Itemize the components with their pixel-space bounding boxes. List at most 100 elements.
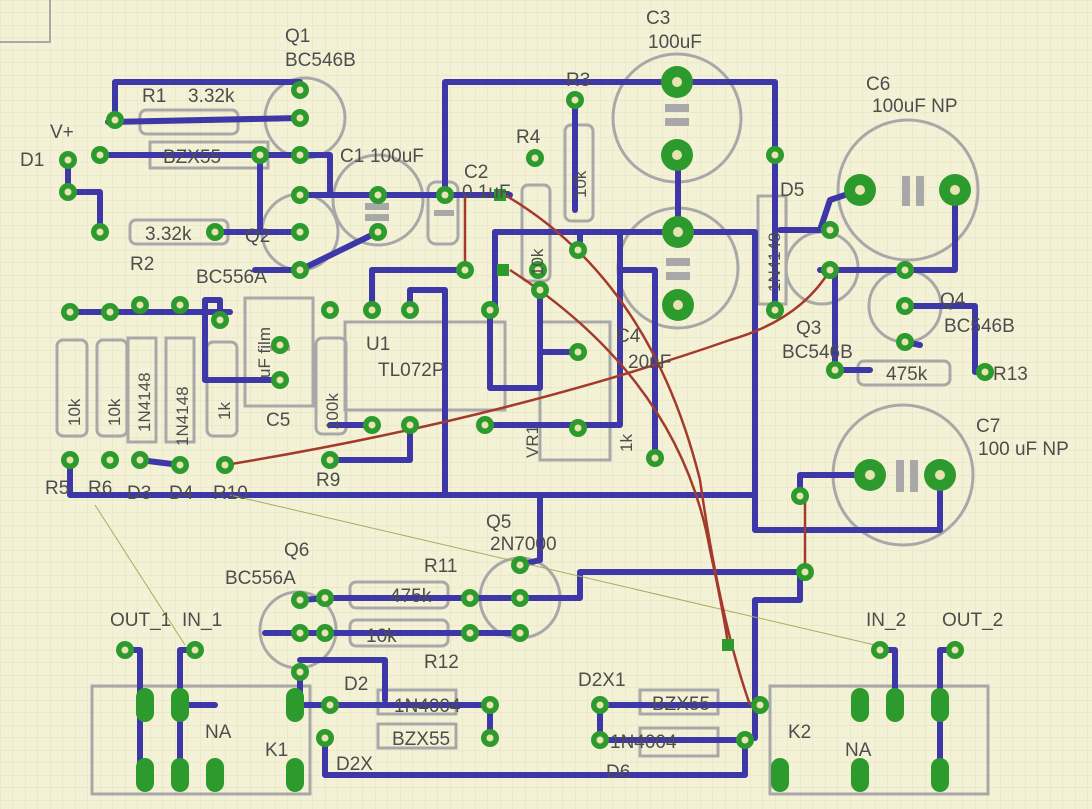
relay-pad-2 [136, 758, 154, 792]
q5-ref: Q5 [486, 512, 511, 533]
c3-ref: C3 [646, 8, 670, 29]
pad-drill-73 [296, 114, 304, 122]
pad-drill-61 [486, 701, 494, 709]
pad-drill-49 [321, 594, 329, 602]
relay-pad-5 [286, 758, 304, 792]
r2-value: 3.32k [145, 224, 192, 245]
pad-drill-67 [741, 736, 749, 744]
d4-value: 1N4148 [173, 386, 192, 446]
pad-drill-42 [831, 366, 839, 374]
relay-pad-4 [206, 758, 224, 792]
d4-outline [164, 336, 196, 444]
pad-drill-29 [276, 341, 284, 349]
r12-ref: R12 [424, 652, 459, 673]
c1-value: 100uF [370, 146, 424, 167]
copper-tracks [65, 79, 988, 783]
ratsnest-1 [94, 504, 186, 646]
pad-drill-0 [64, 156, 72, 164]
pad-drill-37 [826, 226, 834, 234]
c6-plate-left [902, 176, 910, 206]
k2-ref: K2 [788, 722, 811, 743]
r3-ref: R3 [566, 70, 590, 91]
c6-value: 100uF NP [872, 96, 958, 117]
relay-pad-8 [886, 688, 904, 722]
large-pad-drill-2 [673, 227, 683, 237]
pad-drill-3 [111, 116, 119, 124]
r13-value: 475k [886, 364, 928, 385]
airwire-3 [509, 268, 730, 646]
pad-drill-7 [368, 306, 376, 314]
q4-value: BC546B [944, 316, 1015, 337]
track-24 [902, 187, 958, 273]
board-corner-outline [0, 0, 51, 43]
c1-plate-bottom [365, 214, 389, 221]
c6-plate-right [916, 176, 924, 206]
bzx-top-value: BZX55 [163, 147, 221, 168]
c4-value: 20nF [628, 352, 671, 373]
r1-ref: R1 [142, 86, 166, 107]
r6-ref: R6 [88, 478, 112, 499]
pad-drill-54 [516, 594, 524, 602]
pad-drill-40 [901, 302, 909, 310]
pad-drill-10 [368, 421, 376, 429]
r2-ref: R2 [130, 254, 154, 275]
pad-drill-48 [296, 668, 304, 676]
track-11 [442, 79, 778, 198]
r3-value: 10k [571, 170, 590, 198]
r6-value: 10k [105, 398, 124, 426]
pad-drill-8 [406, 306, 414, 314]
rotated-labels: 10k 10k 1N4148 VR1 1k uF film 100k 10k 1… [65, 170, 784, 458]
r4-ref: R4 [516, 127, 541, 148]
pad-drill-12 [481, 421, 489, 429]
relay-pad-10 [851, 758, 869, 792]
k1-ref: K1 [265, 740, 288, 761]
d5-ref: D5 [780, 180, 804, 201]
c6-outline [836, 118, 980, 262]
relay-pad-12 [771, 758, 789, 792]
vr1-ref: VR1 [523, 425, 542, 458]
relay-pad-3 [171, 758, 189, 792]
pad-drill-76 [296, 228, 304, 236]
pad-drill-45 [801, 568, 809, 576]
d5-value: 1N4148 [765, 232, 784, 292]
d4-ref: D4 [169, 483, 194, 504]
c1-plate-top [365, 203, 389, 210]
c7-ref: C7 [976, 416, 1000, 437]
large-pad-drill-4 [855, 185, 865, 195]
vr1-value: 1k [617, 434, 636, 452]
pad-drill-13 [574, 348, 582, 356]
pad-drill-18 [66, 456, 74, 464]
pad-drill-69 [441, 191, 449, 199]
c3-plate-bottom [665, 118, 689, 126]
pad-drill-36 [771, 306, 779, 314]
pad-drill-26 [221, 461, 229, 469]
r3-outline [563, 123, 595, 223]
pad-drill-64 [596, 701, 604, 709]
pads-layer [59, 66, 994, 792]
c2-plate [434, 210, 454, 216]
pad-drill-59 [951, 646, 959, 654]
r9-value: 100k [323, 393, 342, 430]
pad-drill-43 [981, 368, 989, 376]
track-18 [617, 229, 943, 533]
track-36 [202, 297, 283, 383]
c5-outline [243, 296, 315, 408]
pad-drill-1 [64, 188, 72, 196]
pad-drill-27 [326, 306, 334, 314]
pad-drill-44 [796, 492, 804, 500]
pad-drill-34 [534, 266, 542, 274]
pad-drill-39 [901, 266, 909, 274]
d6-value: 1N4004 [610, 732, 677, 753]
d6-ref: D6 [606, 762, 630, 783]
track-44 [297, 657, 388, 703]
d2-ref: D2 [344, 674, 368, 695]
pad-drill-38 [826, 266, 834, 274]
c5-value: uF film [255, 327, 274, 378]
ratsnest-2 [229, 494, 876, 646]
pad-drill-33 [531, 154, 539, 162]
q2-ref: Q2 [245, 226, 270, 247]
pad-drill-74 [296, 151, 304, 159]
pad-drill-21 [136, 301, 144, 309]
pad-drill-25 [216, 316, 224, 324]
pad-drill-58 [876, 646, 884, 654]
